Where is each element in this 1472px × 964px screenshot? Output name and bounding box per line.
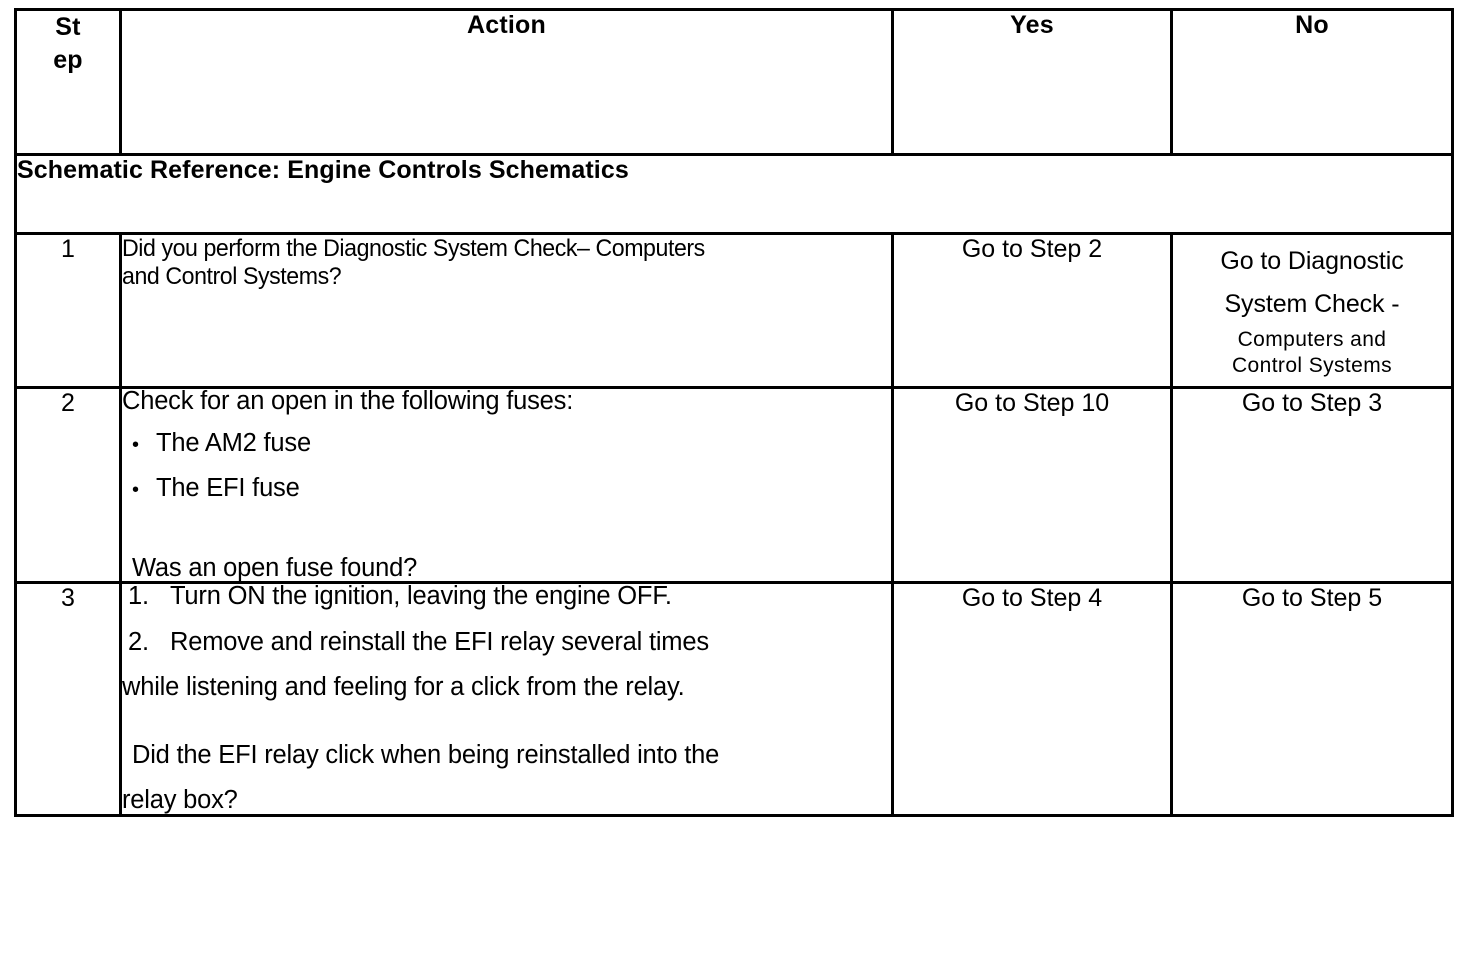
- no-answer-line-2: System Check -: [1224, 290, 1400, 318]
- table-row: 3 1. Turn ON the ignition, leaving the e…: [14, 581, 1454, 817]
- action-cell: 1. Turn ON the ignition, leaving the eng…: [119, 581, 894, 817]
- list-item: • The EFI fuse: [122, 476, 891, 502]
- schematic-reference-row: Schematic Reference: Engine Controls Sch…: [14, 153, 1454, 235]
- no-answer-line-4: Control Systems: [1231, 353, 1393, 377]
- no-answer-line-3: Computers and: [1237, 328, 1387, 351]
- step-number: 2: [14, 386, 122, 585]
- header-step: St ep: [14, 8, 122, 156]
- no-answer: Go to Step 3: [1170, 386, 1454, 585]
- bullet-icon: •: [132, 479, 139, 502]
- header-step-line-1: St: [55, 13, 81, 41]
- numbered-list-item: 2. Remove and reinstall the EFI relay se…: [122, 627, 891, 656]
- numbered-list-marker: 1.: [128, 582, 149, 611]
- numbered-list-marker: 2.: [128, 627, 149, 656]
- action-question-line-2: relay box?: [122, 786, 238, 815]
- step-number: 1: [14, 231, 122, 390]
- table-header-row: St ep Action Yes No: [14, 8, 1454, 156]
- header-action: Action: [119, 8, 894, 156]
- table-row: 2 Check for an open in the following fus…: [14, 386, 1454, 585]
- diagnostic-procedure-table: St ep Action Yes No Schematic Reference:…: [14, 8, 1454, 817]
- action-question: Was an open fuse found?: [132, 553, 418, 582]
- yes-answer: Go to Step 4: [891, 581, 1173, 817]
- action-cell: Did you perform the Diagnostic System Ch…: [119, 231, 894, 390]
- no-answer-line-1: Go to Diagnostic: [1220, 247, 1404, 275]
- action-paragraph-line-2: and Control Systems?: [122, 263, 342, 291]
- schematic-reference-label: Schematic Reference: Engine Controls Sch…: [14, 153, 1454, 235]
- step-number: 3: [14, 581, 122, 817]
- action-intro: Check for an open in the following fuses…: [122, 387, 574, 416]
- action-continuation: while listening and feeling for a click …: [122, 673, 685, 702]
- list-item: • The AM2 fuse: [122, 428, 891, 457]
- yes-answer: Go to Step 2: [891, 231, 1173, 390]
- action-paragraph: Did you perform the Diagnostic System Ch…: [122, 235, 864, 292]
- numbered-list-item: 1. Turn ON the ignition, leaving the eng…: [122, 584, 891, 610]
- spacer: [122, 721, 891, 743]
- action-question-line-1: Did the EFI relay click when being reins…: [132, 740, 720, 769]
- spacer: [122, 522, 891, 556]
- no-answer: Go to Diagnostic System Check - Computer…: [1170, 231, 1454, 390]
- numbered-list-label: Remove and reinstall the EFI relay sever…: [170, 627, 709, 656]
- action-cell: Check for an open in the following fuses…: [119, 386, 894, 585]
- table-row: 1 Did you perform the Diagnostic System …: [14, 231, 1454, 390]
- action-paragraph-line-1: Did you perform the Diagnostic System Ch…: [122, 235, 705, 262]
- header-step-lines: St ep: [17, 11, 119, 77]
- no-answer: Go to Step 5: [1170, 581, 1454, 817]
- header-no: No: [1170, 8, 1454, 156]
- header-step-line-2: ep: [53, 46, 83, 74]
- yes-answer: Go to Step 10: [891, 386, 1173, 585]
- bullet-label: The AM2 fuse: [156, 428, 311, 457]
- bullet-label: The EFI fuse: [156, 474, 300, 503]
- bullet-icon: •: [132, 433, 139, 456]
- numbered-list-label: Turn ON the ignition, leaving the engine…: [170, 582, 672, 611]
- header-yes: Yes: [891, 8, 1173, 156]
